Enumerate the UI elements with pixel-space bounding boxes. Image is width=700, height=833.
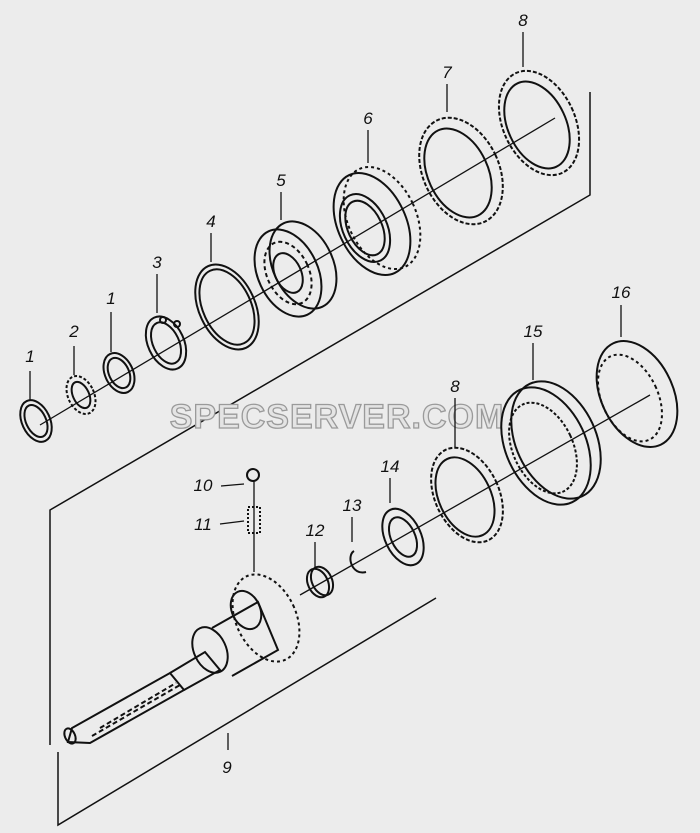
- upper-axis-line: [39, 117, 556, 426]
- callout-12: 12: [306, 521, 325, 540]
- part-8-blocker-ring-lower: [430, 446, 504, 544]
- part-4-thin-ring: [194, 263, 260, 351]
- watermark-text: SPECSERVER.COM: [170, 398, 505, 436]
- part-7-synchronizer-ring: [418, 116, 504, 226]
- callout-6: 6: [363, 109, 373, 128]
- callout-14: 14: [381, 457, 400, 476]
- callout-7: 7: [442, 63, 452, 82]
- callout-5: 5: [276, 171, 286, 190]
- callout-10: 10: [194, 476, 213, 495]
- part-5-bearing: [253, 220, 338, 318]
- part-1-ring-left: [19, 399, 53, 443]
- part-1-ring-right: [102, 352, 136, 394]
- callout-1a: 1: [25, 347, 34, 366]
- part-8-blocker-ring-upper: [497, 69, 581, 177]
- callout-8b: 8: [450, 377, 460, 396]
- callout-1b: 1: [106, 289, 115, 308]
- callout-4: 4: [206, 212, 215, 231]
- part-14-thrust-washer: [381, 507, 425, 567]
- part-12-bushing: [305, 565, 335, 599]
- part-9-input-shaft: [63, 573, 301, 745]
- callout-16: 16: [612, 283, 631, 302]
- part-2-toothed-washer: [65, 375, 97, 415]
- callout-leaders: [29, 32, 622, 750]
- upper-assembly-frame: [49, 92, 591, 745]
- part-6-gear: [332, 165, 422, 277]
- part-10-detent-ball: [246, 468, 260, 482]
- lower-assembly-frame: [57, 597, 437, 827]
- callout-8a: 8: [518, 11, 528, 30]
- part-13-circlip: [349, 550, 367, 574]
- lower-axis-line: [299, 394, 651, 596]
- callout-9: 9: [222, 758, 232, 777]
- callout-11: 11: [194, 515, 212, 534]
- callout-13: 13: [343, 496, 362, 515]
- callout-15: 15: [524, 322, 543, 341]
- part-16-synchronizer-hub: [595, 340, 679, 448]
- part-3-snap-ring: [144, 315, 188, 371]
- part-15-sliding-sleeve: [500, 380, 602, 506]
- callout-2: 2: [68, 322, 79, 341]
- callout-3: 3: [152, 253, 162, 272]
